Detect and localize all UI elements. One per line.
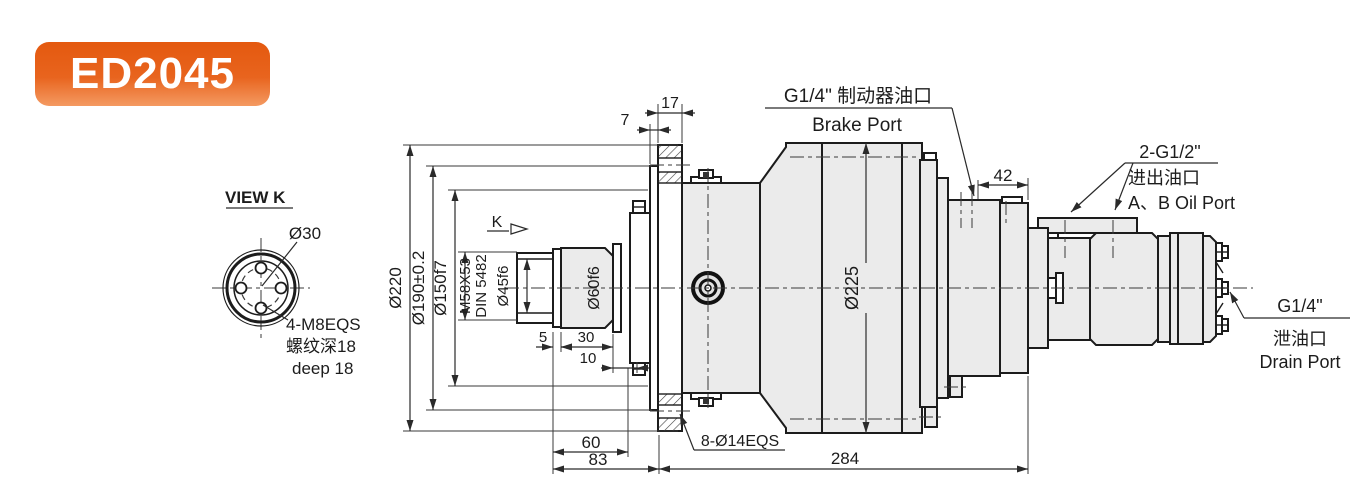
dim-60: 60	[582, 433, 601, 452]
shaft-face-circle	[225, 252, 297, 324]
dim-mount-holes: 8-Ø14EQS	[701, 433, 779, 450]
flange-hatch	[657, 144, 683, 159]
dim-spline-od: Ø45f6	[495, 266, 512, 307]
dim-flange-od: Ø220	[386, 267, 405, 309]
drain-port-cn-label: 泄油口	[1273, 329, 1327, 349]
drain-fitting-top	[1215, 242, 1229, 262]
flange-hatch	[657, 393, 683, 406]
step-tab	[923, 152, 937, 161]
dim-pilot-od: Ø150f7	[431, 260, 450, 316]
leader-lines	[487, 107, 1350, 451]
dim-7: 7	[621, 112, 630, 129]
view-direction-letter: K	[492, 214, 503, 231]
drain-port-en-label: Drain Port	[1259, 352, 1340, 372]
view-k-holes-en-label: deep 18	[292, 359, 353, 378]
bell-bolt-core-bottom	[703, 398, 709, 404]
flange-hatch	[657, 171, 683, 184]
oil-port-en-label: A、B Oil Port	[1128, 193, 1235, 213]
dim-spline-spec: M58X53	[457, 258, 474, 314]
spacer-notch	[1047, 232, 1059, 239]
centerlines	[505, 156, 1253, 420]
flange-hatch	[657, 417, 683, 432]
oil-port-size-label: 2-G1/2"	[1139, 142, 1200, 162]
brake-port-cn-label: G1/4" 制动器油口	[784, 85, 932, 107]
dim-spline-std: DIN 5482	[473, 254, 490, 317]
bolt-hole	[254, 301, 268, 315]
oil-port-block	[1037, 217, 1138, 234]
shaft-inner-circle	[233, 260, 289, 316]
model-badge: ED2045	[35, 42, 270, 106]
oil-port-cn-label: 进出油口	[1128, 168, 1200, 188]
view-direction-arrow	[510, 223, 530, 235]
end-cap	[1202, 235, 1217, 343]
model-badge-label: ED2045	[69, 49, 235, 98]
dim-30: 30	[578, 329, 595, 346]
rear-motor	[1089, 232, 1159, 346]
dim-5: 5	[539, 329, 547, 346]
rear-ring	[1157, 235, 1171, 343]
view-k-diameter-label: Ø30	[289, 224, 321, 243]
brake-port-en-label: Brake Port	[812, 115, 902, 136]
view-k-holes-cn-label: 螺纹深18	[286, 337, 356, 356]
dim-42: 42	[994, 166, 1013, 185]
brake-end-tab	[1001, 196, 1023, 204]
bolt-hole	[254, 261, 268, 275]
bolt-hole	[274, 281, 288, 295]
bolt-hole	[234, 281, 248, 295]
dim-body-od: Ø225	[842, 266, 862, 310]
dim-shaft-od: Ø60f6	[586, 266, 603, 310]
dim-83: 83	[589, 450, 608, 469]
shaft-outer-circle	[222, 249, 300, 327]
annotation-texts: VIEW K Ø30 4-M8EQS 螺纹深18 deep 18 G1/4" 制…	[225, 85, 1341, 469]
view-k-detail	[212, 207, 310, 338]
drain-port-size-label: G1/4"	[1277, 296, 1322, 316]
dim-spigot-od: Ø190±0.2	[409, 251, 428, 326]
dimension-lines	[406, 109, 1028, 473]
step-section-1	[919, 159, 938, 408]
bell-bolt-core-top	[703, 172, 709, 178]
dim-284: 284	[831, 449, 859, 468]
dim-10: 10	[580, 350, 597, 367]
view-k-holes-label: 4-M8EQS	[286, 315, 361, 334]
view-k-title: VIEW K	[225, 188, 286, 207]
drain-fitting-bottom	[1215, 315, 1229, 335]
dim-17: 17	[661, 95, 679, 112]
